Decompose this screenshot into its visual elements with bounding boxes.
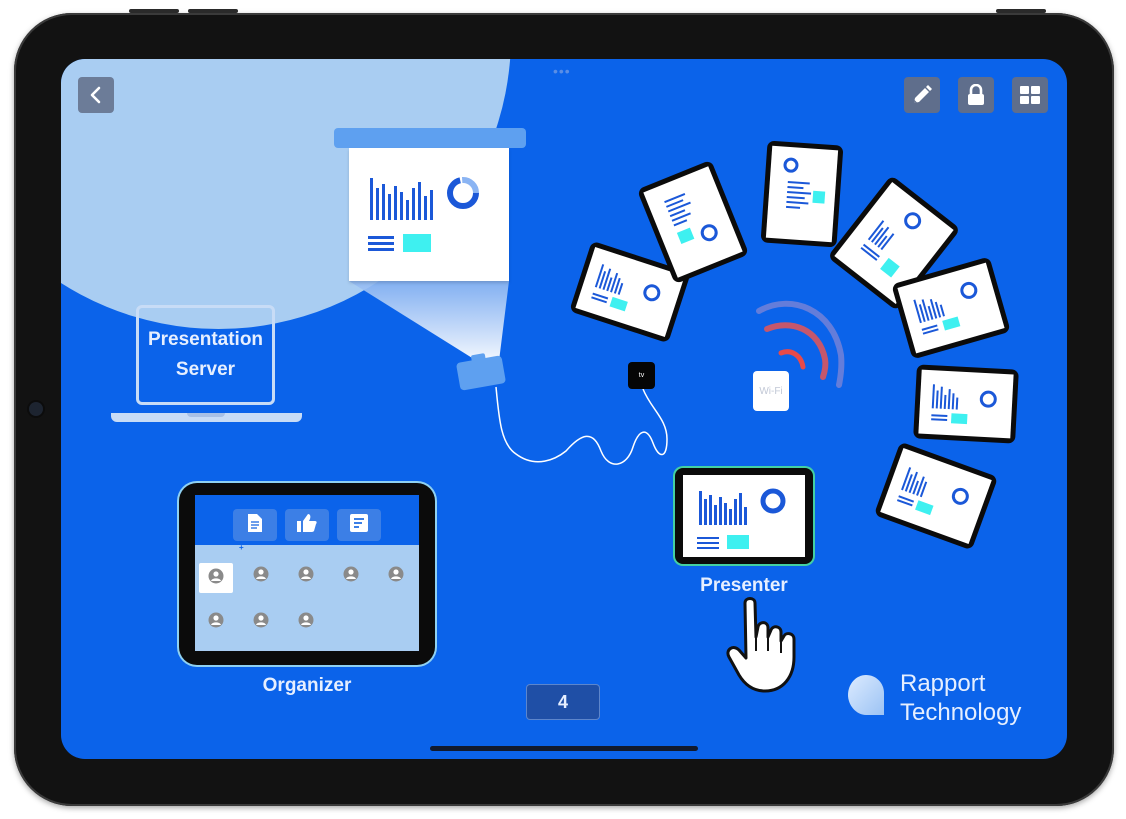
organizer-label: Organizer [262, 675, 352, 696]
attendee-cell[interactable] [334, 561, 368, 591]
bar-chart-icon [368, 177, 479, 252]
chevron-left-icon [89, 86, 103, 104]
user-icon [343, 566, 359, 587]
apple-tv-device: tv [628, 362, 655, 389]
attendee-cell[interactable] [289, 561, 323, 591]
attendee-tablet-1 [569, 240, 691, 344]
attendee-tablet-5 [891, 256, 1011, 360]
pencil-icon [911, 84, 933, 106]
back-button[interactable] [78, 77, 114, 113]
lock-icon [966, 84, 986, 106]
slide-thumbnail-icon [913, 281, 978, 335]
slide-thumbnail-icon [783, 157, 826, 209]
organizer-tablet[interactable]: + [179, 483, 435, 665]
presenter-label: Presenter [700, 575, 788, 596]
organizer-screen: + [195, 495, 419, 651]
notes-icon [349, 513, 369, 538]
user-icon [298, 612, 314, 633]
apple-tv-label: tv [638, 372, 645, 379]
page-number: 4 [557, 691, 568, 712]
attendee-tablet-6 [913, 364, 1019, 444]
attendee-tablet-2 [636, 159, 750, 285]
multitasking-handle[interactable]: ••• [553, 63, 571, 79]
user-icon [388, 566, 404, 587]
user-icon [253, 566, 269, 587]
slide-thumbnail-icon [591, 264, 661, 312]
slide-thumbnail-icon [931, 384, 997, 425]
projector-light-beam [349, 281, 509, 361]
organizer-tab-notes[interactable] [337, 509, 381, 541]
slide-thumbnail-icon [664, 193, 718, 244]
slide-thumbnail-icon [860, 212, 922, 278]
page-number-badge[interactable]: 4 [527, 685, 599, 719]
volume-button-top [129, 9, 179, 13]
user-icon [208, 568, 224, 589]
attendee-cell[interactable] [244, 607, 278, 637]
document-icon [247, 513, 263, 538]
volume-button-second [188, 9, 238, 13]
user-icon [253, 612, 269, 633]
bar-chart-icon [697, 488, 786, 549]
wifi-label: Wi-Fi [759, 385, 783, 397]
home-indicator[interactable] [430, 746, 698, 751]
user-icon [298, 566, 314, 587]
projected-slide [349, 148, 509, 281]
attendee-cell[interactable] [199, 607, 233, 637]
attendee-tablet-4 [827, 174, 961, 312]
thumbs-up-icon [296, 513, 318, 538]
hand-pointer-icon [726, 597, 796, 693]
wifi-router: Wi-Fi [753, 371, 789, 411]
hdmi-cable [495, 386, 668, 465]
front-camera [29, 402, 43, 416]
attendee-tablet-7 [873, 441, 999, 551]
attendee-cell[interactable] [289, 607, 323, 637]
projector-screen-bar [334, 128, 526, 148]
attendee-cell[interactable] [244, 561, 278, 591]
presenter-slide [683, 475, 805, 557]
power-button [996, 9, 1046, 13]
attendee-cell[interactable] [379, 561, 413, 591]
presentation-server-laptop: Presentation Server [136, 305, 275, 405]
presentation-server-label: Presentation Server [147, 329, 264, 380]
wifi-signal-icon [756, 300, 845, 388]
rapport-logo-icon [848, 675, 884, 715]
lock-button[interactable] [958, 77, 994, 113]
slide-thumbnail-icon [896, 467, 969, 516]
app-screen: ••• [61, 59, 1067, 759]
attendee-tablet-3 [760, 140, 844, 248]
organizer-tab-feedback[interactable] [285, 509, 329, 541]
organizer-add-marker[interactable]: + [239, 543, 244, 552]
presenter-tablet[interactable] [675, 468, 813, 564]
laptop-base [111, 413, 302, 422]
grid-icon [1019, 85, 1041, 105]
attendee-cell[interactable] [199, 563, 233, 593]
organizer-tab-document[interactable] [233, 509, 277, 541]
edit-button[interactable] [904, 77, 940, 113]
layout-button[interactable] [1012, 77, 1048, 113]
user-icon [208, 612, 224, 633]
brand-name: Rapport Technology [900, 670, 1022, 726]
